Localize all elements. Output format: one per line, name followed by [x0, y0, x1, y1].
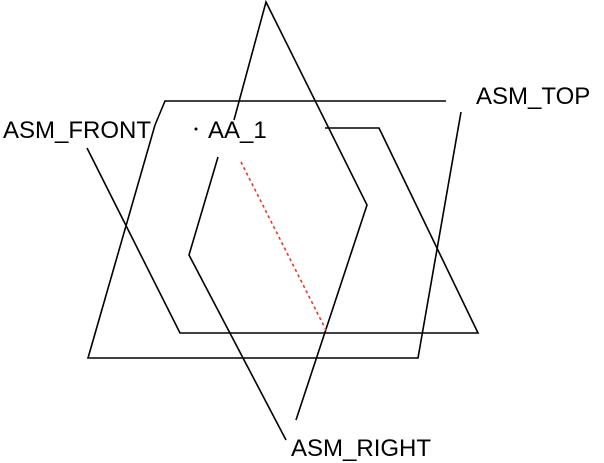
asm-front-plane-edge[interactable]: [86, 111, 462, 359]
asm-right-label[interactable]: ASM_RIGHT: [291, 435, 431, 462]
asm-front-label[interactable]: ASM_FRONT: [3, 117, 151, 144]
asm-top-label[interactable]: ASM_TOP: [476, 83, 590, 110]
aa1-label[interactable]: AA_1: [208, 117, 267, 144]
asm-right-plane-edge[interactable]: [188, 156, 287, 441]
asm-right-plane-edge-outer[interactable]: [233, 0, 368, 421]
asm-top-plane-edge[interactable]: [86, 127, 480, 334]
aa1-axis-line[interactable]: [240, 161, 328, 333]
aa1-marker-dot: [194, 127, 198, 131]
asm-front-plane-edge-top[interactable]: [154, 100, 446, 126]
